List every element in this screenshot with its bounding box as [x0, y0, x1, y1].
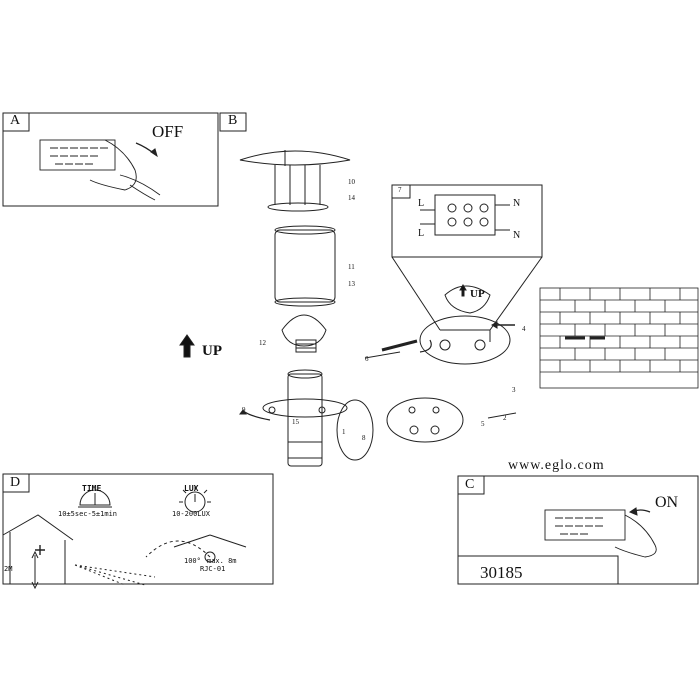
wall-switch-off-illustration	[39, 139, 161, 201]
terminal-n2: N	[513, 230, 521, 241]
panel-a	[2, 112, 219, 207]
callout-9: 9	[242, 406, 246, 414]
on-label: ON	[655, 494, 679, 511]
callout-15: 15	[292, 418, 299, 426]
sensor-label: RJC-01	[200, 565, 226, 573]
terminal-n1: N	[513, 198, 521, 209]
callout-4: 4	[522, 325, 526, 333]
panel-d-letter: D	[10, 475, 21, 490]
website-label: www.eglo.com	[508, 458, 605, 473]
callout-2: 2	[503, 414, 507, 422]
terminal-block-detail	[391, 184, 543, 331]
wall-switch-on-illustration	[544, 509, 657, 558]
screw-2	[487, 412, 517, 419]
callout-6: 6	[365, 355, 369, 363]
callout-13: 13	[348, 280, 355, 288]
callout-1: 1	[342, 428, 346, 436]
glass-diffuser	[274, 225, 336, 307]
time-dial-icon	[78, 489, 112, 508]
light-bulb	[281, 314, 327, 353]
detection-fan-icon	[145, 534, 247, 563]
callout-8: 8	[362, 434, 366, 442]
panel-d	[2, 473, 274, 590]
panel-b-letter: B	[228, 113, 238, 128]
callout-11: 11	[348, 263, 355, 271]
angle-label: 100°	[184, 557, 201, 565]
terminal-l1: L	[418, 198, 425, 209]
model-number: 30185	[480, 563, 523, 582]
callout-7: 7	[398, 186, 402, 194]
height-label: 2M	[4, 565, 13, 573]
range-label: max. 8m	[207, 557, 237, 565]
callout-14: 14	[348, 194, 355, 202]
screw-6	[364, 351, 401, 359]
lamp-cap	[239, 150, 351, 212]
up-bubble	[444, 285, 491, 314]
brick-wall	[539, 287, 699, 389]
callout-10: 10	[348, 178, 355, 186]
panel-c-letter: C	[465, 477, 475, 492]
time-label: TIME	[82, 484, 102, 493]
lux-dial-icon	[179, 486, 211, 513]
lux-range: 10-200LUX	[172, 510, 210, 518]
terminal-l2: L	[418, 228, 425, 239]
up-label: UP	[202, 343, 222, 359]
house-illustration	[2, 514, 156, 590]
lamp-post-body	[239, 369, 348, 467]
junction-box	[419, 315, 511, 365]
callout-12: 12	[259, 339, 266, 347]
callout-5: 5	[481, 420, 485, 428]
panel-a-letter: A	[10, 113, 21, 128]
mounting-plate	[336, 397, 464, 461]
callout-3: 3	[512, 386, 516, 394]
time-range: 10±5sec-5±1min	[58, 510, 118, 518]
panel-b	[179, 112, 699, 467]
lux-label: LUX	[184, 484, 199, 493]
cable	[381, 339, 418, 352]
off-label: OFF	[152, 122, 184, 141]
panel-c	[457, 475, 699, 585]
up-arrow-icon	[179, 334, 195, 358]
up-bubble-label: UP	[470, 288, 485, 300]
